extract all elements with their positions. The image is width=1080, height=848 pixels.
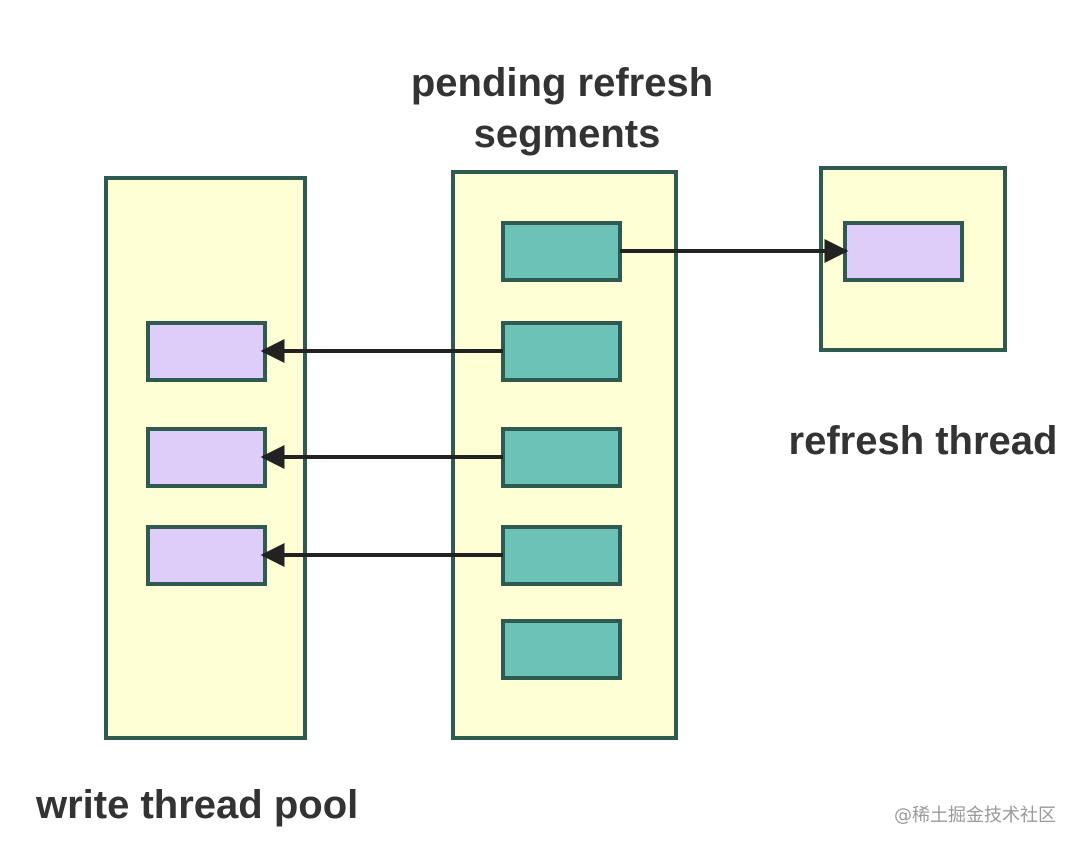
write-thread-3 [146, 525, 267, 586]
write-thread-pool-label: write thread pool [35, 783, 358, 827]
pending-segment-3 [501, 427, 622, 488]
refresh-thread-slot [843, 221, 964, 282]
watermark-text: @稀土掘金技术社区 [894, 805, 1056, 826]
pending-segment-4 [501, 525, 622, 586]
pending-segment-2 [501, 321, 622, 382]
pending-segments-title-line1: pending refresh [411, 61, 713, 105]
write-thread-1 [146, 321, 267, 382]
write-thread-2 [146, 427, 267, 488]
refresh-thread-label: refresh thread [789, 419, 1058, 463]
pending-segment-1 [501, 221, 622, 282]
pending-segments-title-line2: segments [474, 112, 661, 156]
pending-segment-5 [501, 619, 622, 680]
